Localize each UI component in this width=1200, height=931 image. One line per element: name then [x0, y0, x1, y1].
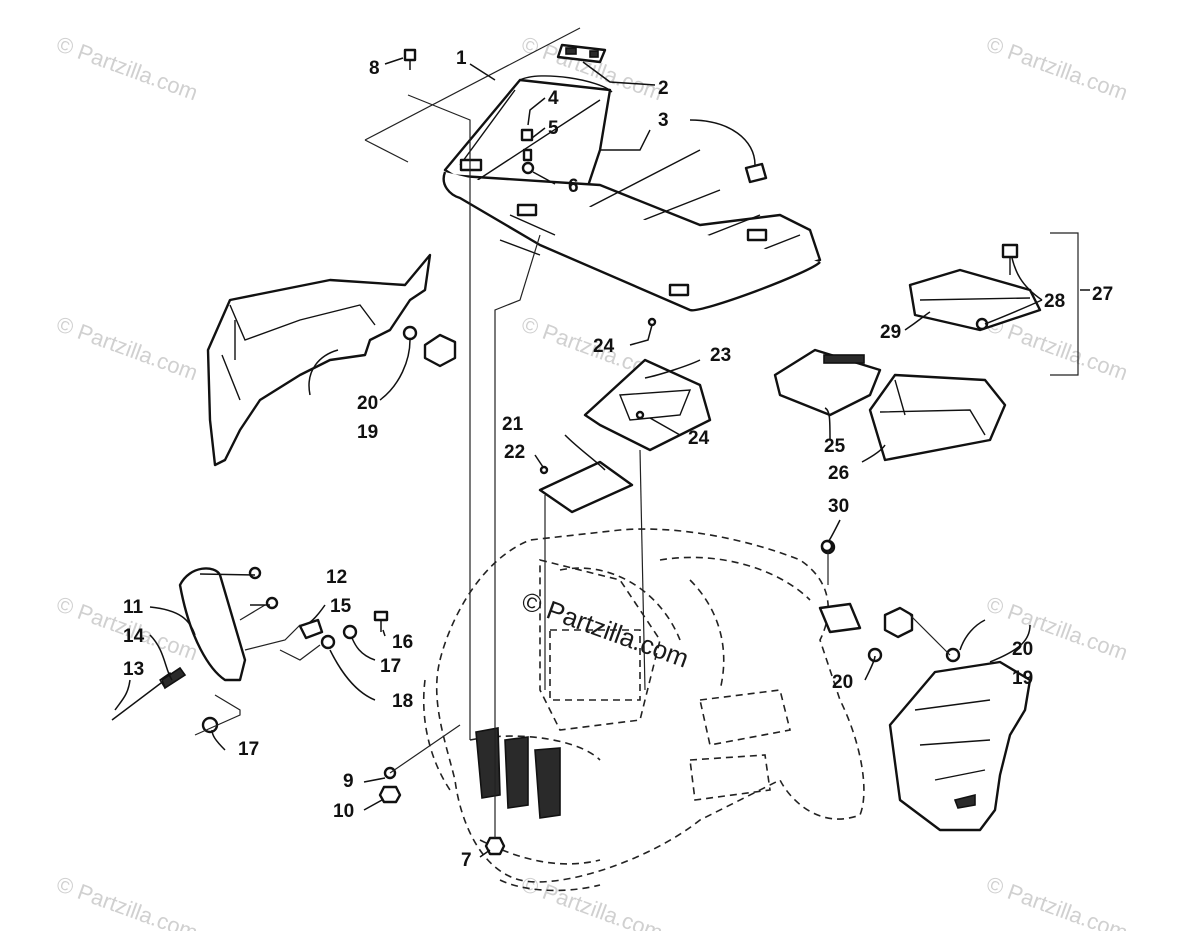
left-side-panel: [206, 253, 457, 467]
callout-1: 1: [456, 48, 467, 69]
callout-2: 2: [658, 78, 669, 99]
callout-27: 27: [1092, 284, 1113, 305]
group-bracket: [1050, 232, 1079, 376]
callout-21: 21: [502, 414, 524, 435]
nut: [484, 836, 506, 856]
callout-20b: 20: [1012, 639, 1033, 660]
callout-8: 8: [369, 58, 380, 79]
cover-plate: [538, 460, 634, 514]
callout-26: 26: [828, 463, 849, 484]
plug: [820, 539, 834, 553]
callout-5: 5: [548, 118, 559, 139]
bracket: [818, 602, 862, 634]
nut: [423, 333, 457, 368]
reference-lines: [194, 27, 951, 838]
center-watermark: © Partzilla.com: [518, 585, 693, 673]
callout-7: 7: [461, 850, 472, 871]
right-side-panel: [818, 539, 1032, 832]
grommet: [867, 647, 883, 663]
callout-11: 11: [123, 597, 144, 618]
callout-30: 30: [828, 496, 849, 517]
callout-4: 4: [548, 88, 559, 109]
grommet: [402, 325, 418, 341]
callout-17b: 17: [238, 739, 259, 760]
watermark: © Partzilla.com: [983, 871, 1131, 931]
nut: [378, 785, 402, 804]
callout-24a: 24: [593, 336, 615, 357]
callout-20c: 20: [832, 672, 853, 693]
callout-29: 29: [880, 322, 901, 343]
hardware-clip: [744, 162, 768, 184]
callout-6: 6: [568, 176, 579, 197]
front-body-fender: [422, 528, 865, 892]
callout-3: 3: [658, 110, 669, 131]
callout-19a: 19: [357, 422, 378, 443]
callout-18: 18: [392, 691, 413, 712]
watermark: © Partzilla.com: [53, 31, 201, 105]
rack-mount: [516, 203, 538, 217]
storage-lid: [773, 348, 882, 417]
callout-15: 15: [330, 596, 352, 617]
callout-16: 16: [392, 632, 413, 653]
watermark: © Partzilla.com: [983, 31, 1131, 105]
callout-10: 10: [333, 801, 354, 822]
watermark: © Partzilla.com: [53, 871, 201, 931]
callout-22: 22: [504, 442, 525, 463]
callout-13: 13: [123, 659, 144, 680]
leader-lines: [114, 57, 1090, 858]
mount-bracket: [583, 317, 712, 452]
grille-vents: [475, 727, 561, 819]
callout-labels: 1 2 3 4 5 6 8 7 9 10 11 12 13 14 15 16 1…: [123, 48, 1113, 871]
rack-mount: [459, 158, 483, 172]
headlight-cover: [178, 566, 279, 682]
callout-24b: 24: [688, 428, 710, 449]
callout-28: 28: [1044, 291, 1065, 312]
callout-20a: 20: [357, 393, 378, 414]
hardware-set: [298, 610, 389, 650]
callout-9: 9: [343, 771, 354, 792]
latch-assembly: [908, 243, 1042, 332]
decal: [556, 43, 607, 64]
grommet: [945, 647, 961, 663]
front-rack: [442, 75, 822, 312]
watermark: © Partzilla.com: [518, 871, 666, 931]
callout-12: 12: [326, 567, 347, 588]
watermark: © Partzilla.com: [53, 311, 201, 385]
rack-mount: [746, 228, 768, 242]
storage-box: [868, 373, 1007, 462]
callout-19b: 19: [1012, 668, 1033, 689]
nut: [883, 606, 914, 639]
callout-14: 14: [123, 626, 145, 647]
callout-23: 23: [710, 345, 731, 366]
rack-mount: [668, 283, 690, 297]
hardware-bolt: [403, 48, 535, 175]
callout-25: 25: [824, 436, 846, 457]
callout-17a: 17: [380, 656, 401, 677]
